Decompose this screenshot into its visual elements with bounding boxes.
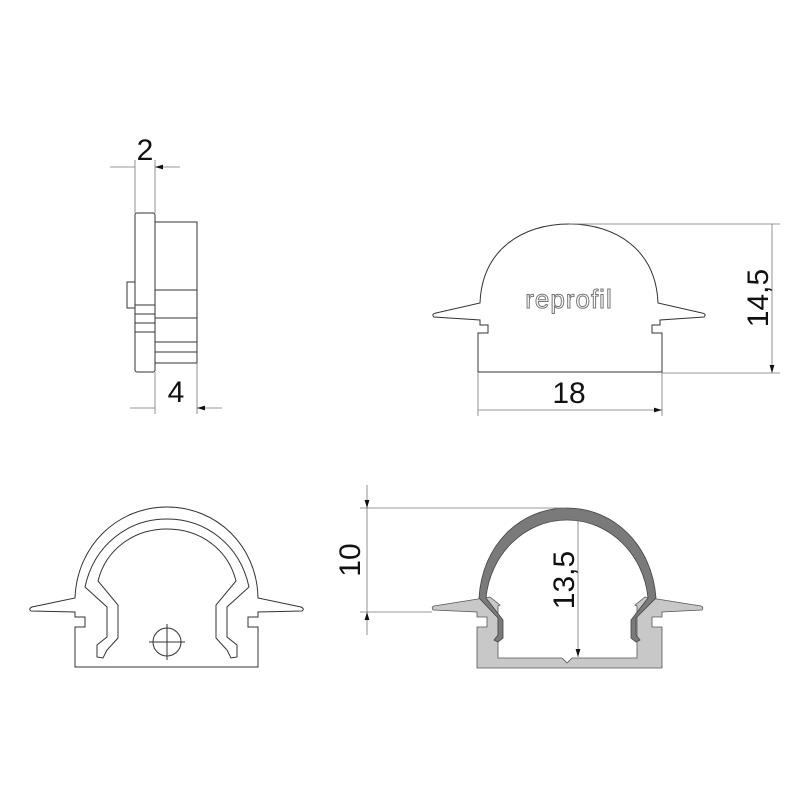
assembly-outline-view <box>29 506 304 668</box>
plate-grooves <box>135 304 155 333</box>
dim-14-5-extension <box>569 223 780 374</box>
side-tab <box>126 281 136 309</box>
dim-2-extension <box>134 160 156 213</box>
dim-2-label: 2 <box>137 134 154 167</box>
dim-10-label: 10 <box>334 543 367 576</box>
dim-14-5-label: 14,5 <box>742 269 775 327</box>
section-view: 10 13,5 <box>334 485 704 669</box>
dim-4-label: 4 <box>168 376 185 409</box>
dim-10-extension <box>360 507 567 613</box>
front-view: reprofil 18 14,5 <box>432 223 780 416</box>
dim-13-5-label: 13,5 <box>548 551 581 609</box>
diffuser <box>478 507 657 643</box>
plug-body <box>154 221 198 364</box>
center-mark-icon <box>149 624 185 660</box>
side-view: 2 4 <box>110 134 222 414</box>
end-plate <box>134 212 156 373</box>
body-grooves <box>155 289 197 353</box>
profile-outline <box>29 506 304 668</box>
diffuser-outer <box>84 518 250 659</box>
brand-logo: reprofil <box>525 284 612 314</box>
dim-18-label: 18 <box>552 377 585 410</box>
aluminium-profile <box>431 596 704 669</box>
